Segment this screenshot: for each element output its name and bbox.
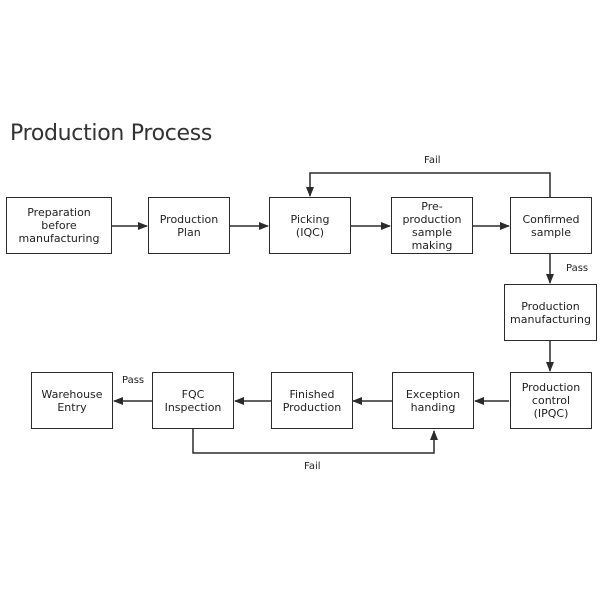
node-production-control: Production control (IPQC) <box>510 372 592 429</box>
node-finished-production-label: Finished Production <box>282 387 342 414</box>
node-production-plan: Production Plan <box>148 197 230 254</box>
edge-label-fail-bottom: Fail <box>304 461 321 472</box>
node-pre-production-label: Pre- production sample making <box>402 199 462 252</box>
edge-label-pass-bottom: Pass <box>122 375 145 386</box>
node-production-manufacturing: Production manufacturing <box>504 284 597 341</box>
node-production-control-label: Production control (IPQC) <box>521 381 581 420</box>
node-warehouse-entry: Warehouse Entry <box>31 372 113 429</box>
node-production-manufacturing-label: Production manufacturing <box>510 299 591 326</box>
arrow-fqc-fail-to-exception <box>192 429 438 454</box>
diagram-title: Production Process <box>10 121 213 146</box>
node-picking-label: Picking (IQC) <box>290 212 330 239</box>
node-confirmed-sample: Confirmed sample <box>510 197 592 254</box>
node-exception-handing: Exception handing <box>392 372 474 429</box>
node-fqc-inspection-label: FQC Inspection <box>164 387 222 414</box>
node-warehouse-entry-label: Warehouse Entry <box>41 387 103 414</box>
node-exception-handing-label: Exception handing <box>405 387 461 414</box>
node-preparation-label: Preparation before manufacturing <box>18 206 100 245</box>
node-fqc-inspection: FQC Inspection <box>152 372 234 429</box>
edge-label-pass-right: Pass <box>566 263 589 274</box>
node-finished-production: Finished Production <box>271 372 353 429</box>
arrow-confirmed-fail-to-picking <box>306 172 551 197</box>
node-confirmed-sample-label: Confirmed sample <box>522 212 580 239</box>
node-picking: Picking (IQC) <box>269 197 351 254</box>
node-preparation: Preparation before manufacturing <box>6 197 112 254</box>
node-production-plan-label: Production Plan <box>159 212 219 239</box>
edge-label-fail-top: Fail <box>424 155 441 166</box>
node-pre-production: Pre- production sample making <box>391 197 473 254</box>
